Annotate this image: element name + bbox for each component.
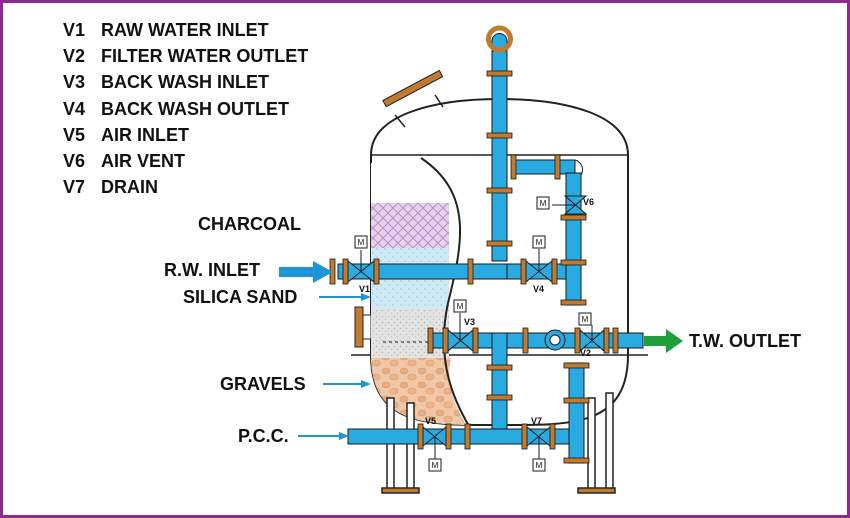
flanges xyxy=(329,70,619,464)
svg-text:M: M xyxy=(540,199,547,208)
pcc-label: P.C.C. xyxy=(238,426,289,446)
tw-outlet-label: T.W. OUTLET xyxy=(689,331,801,351)
v6-actuator xyxy=(536,196,550,210)
v1-actuator xyxy=(354,235,368,249)
filter-vessel-diagram: M V1 M V4 M V6 M V3 xyxy=(279,25,683,494)
valve-v7[interactable]: M V7 xyxy=(521,416,556,472)
svg-text:M: M xyxy=(432,461,439,470)
pcc-pointer-arrow xyxy=(298,432,349,440)
svg-text:V1: V1 xyxy=(359,284,370,294)
valve-v1[interactable]: M V1 xyxy=(342,235,380,294)
svg-text:V4: V4 xyxy=(533,284,544,294)
v5-actuator xyxy=(428,458,442,472)
vent-bend xyxy=(574,159,583,176)
gravels-label: GRAVELS xyxy=(220,374,306,394)
svg-text:V7: V7 xyxy=(531,416,542,426)
v2-actuator xyxy=(578,312,592,326)
media-cutaway xyxy=(371,157,474,426)
svg-text:M: M xyxy=(536,238,543,247)
valve-v4[interactable]: M V4 xyxy=(520,235,558,294)
top-riser-pipe xyxy=(491,50,508,262)
side-flange xyxy=(354,306,364,348)
valve-v3[interactable]: M V3 xyxy=(442,299,479,354)
vent-pipe xyxy=(514,159,576,175)
valve-v6[interactable]: M V6 xyxy=(536,195,594,215)
top-vent-ring xyxy=(486,25,513,53)
svg-text:V3: V3 xyxy=(464,317,475,327)
charcoal-layer xyxy=(371,203,449,248)
svg-text:V2: V2 xyxy=(580,348,591,358)
svg-text:M: M xyxy=(582,315,589,324)
v3-actuator xyxy=(453,299,467,313)
svg-text:M: M xyxy=(358,238,365,247)
valve-v2[interactable]: M V2 xyxy=(574,312,610,358)
tw-outlet-arrow xyxy=(644,329,683,353)
rw-inlet-label: R.W. INLET xyxy=(164,260,260,280)
svg-text:V6: V6 xyxy=(583,197,594,207)
cutaway-edge xyxy=(420,157,474,426)
v7-actuator xyxy=(532,458,546,472)
svg-text:M: M xyxy=(457,302,464,311)
charcoal-label: CHARCOAL xyxy=(198,214,301,234)
drain-riser-pipe xyxy=(568,362,585,464)
manhole xyxy=(382,69,444,128)
side-nozzle xyxy=(362,314,372,340)
vent-down-pipe xyxy=(565,172,582,306)
svg-text:V5: V5 xyxy=(425,416,436,426)
valve-v5[interactable]: M V5 xyxy=(417,416,452,472)
svg-text:M: M xyxy=(536,461,543,470)
silica-pointer-arrow xyxy=(319,293,371,301)
silica-sand-label: SILICA SAND xyxy=(183,287,298,307)
center-down-pipe xyxy=(491,332,508,444)
top-ubend xyxy=(491,33,508,51)
rw-inlet-arrow xyxy=(279,261,333,283)
gravels-pointer-arrow xyxy=(323,380,371,388)
v4-actuator xyxy=(532,235,546,249)
